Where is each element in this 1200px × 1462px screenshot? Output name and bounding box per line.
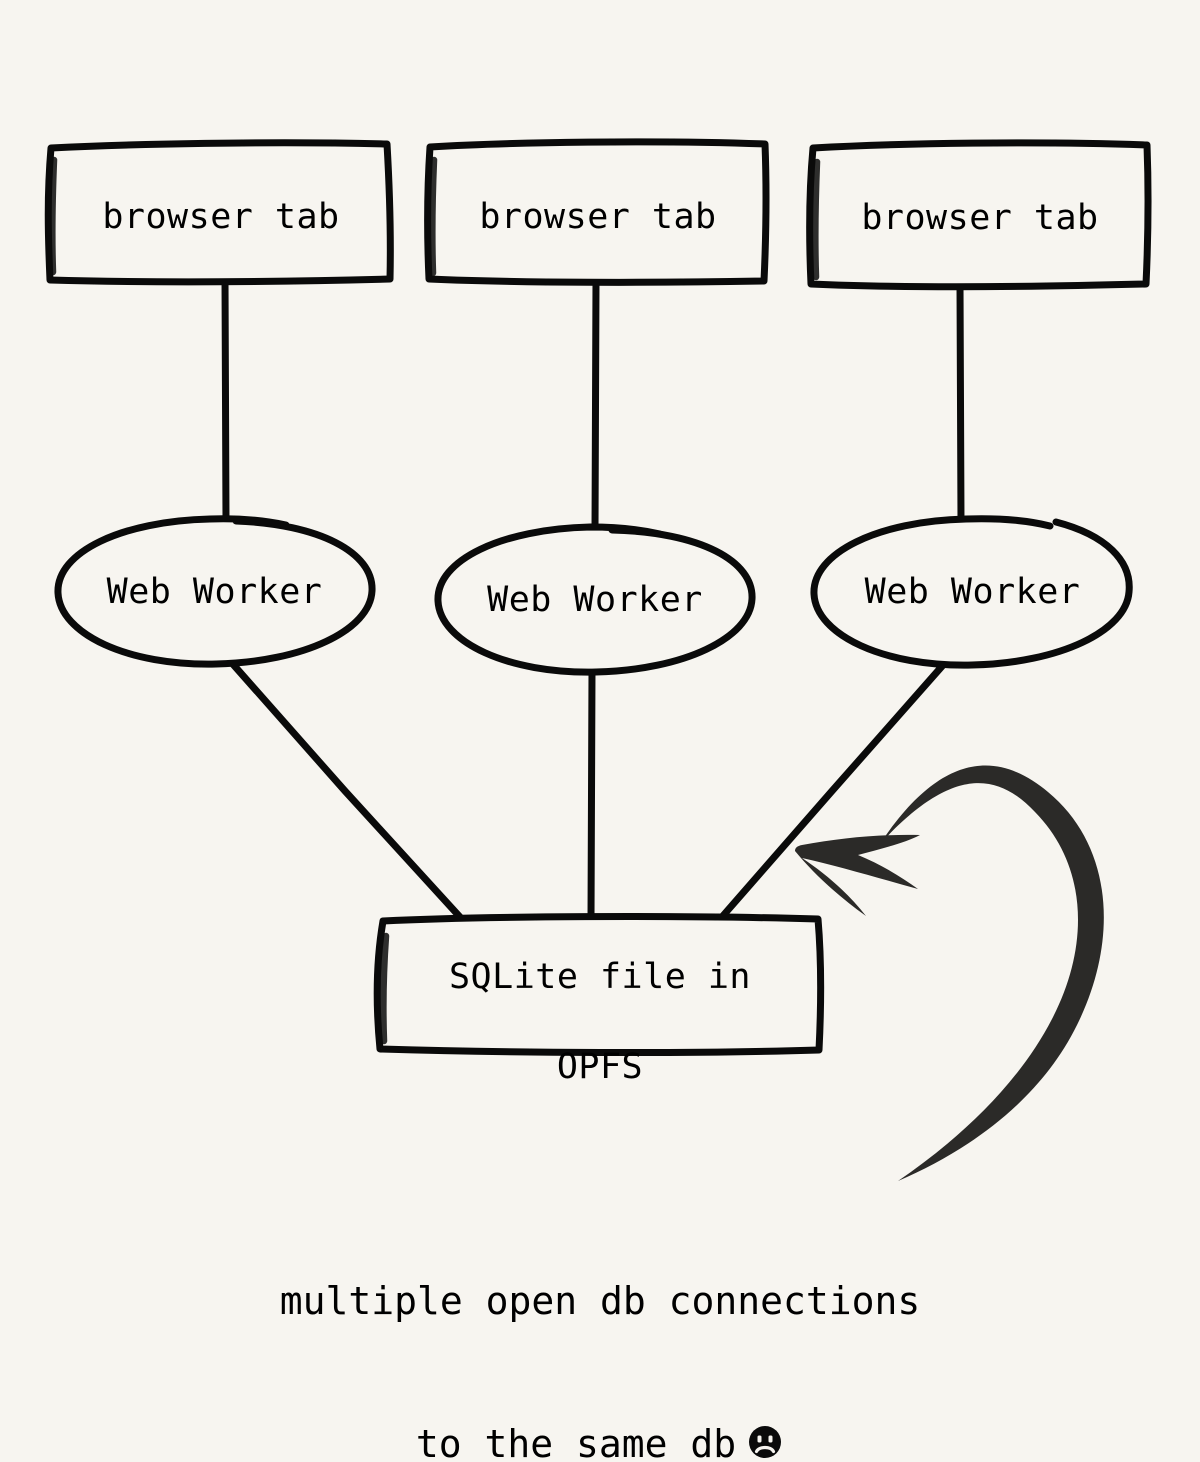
connector-tab2-worker2 xyxy=(591,277,600,534)
connector-tab3-worker3 xyxy=(956,281,965,526)
caption-line-2-wrap: to the same db xyxy=(0,1421,1200,1462)
worker-ellipse-2 xyxy=(434,523,756,676)
frowning-face-emoji xyxy=(746,1423,784,1462)
caption-line-2: to the same db xyxy=(415,1421,737,1462)
connector-worker2-store xyxy=(587,667,596,922)
tab-box-3 xyxy=(806,139,1152,291)
caption-line-1: multiple open db connections xyxy=(279,1279,921,1323)
annotation-arrow xyxy=(795,765,1104,1181)
connector-worker3-store xyxy=(717,660,948,922)
connector-worker1-store xyxy=(227,658,464,921)
tab-box-2 xyxy=(424,138,770,286)
store-box xyxy=(373,913,825,1057)
worker-ellipse-3 xyxy=(810,515,1133,669)
tab-box-1 xyxy=(44,139,394,286)
worker-ellipse-1 xyxy=(54,515,376,668)
caption: multiple open db connections to the same… xyxy=(0,1183,1200,1462)
connector-tab1-worker1 xyxy=(221,275,230,525)
